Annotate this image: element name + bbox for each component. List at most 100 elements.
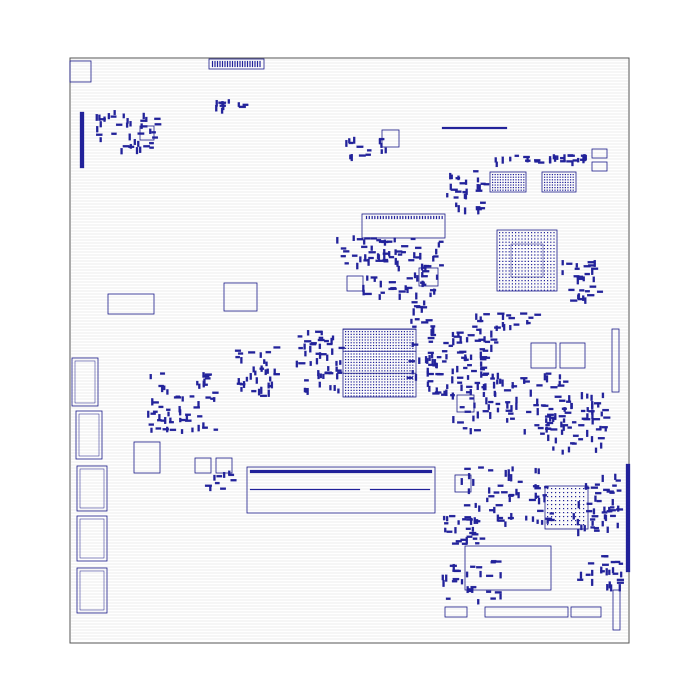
passive-component <box>367 258 370 266</box>
passive-component <box>364 237 371 240</box>
passive-component <box>466 385 473 389</box>
bga-ball <box>502 238 504 240</box>
bga-ball <box>378 339 380 341</box>
bga-ball <box>571 520 573 522</box>
bga-ball <box>409 375 411 377</box>
passive-component <box>497 312 505 315</box>
bga-ball <box>521 241 523 243</box>
passive-component <box>520 312 528 315</box>
passive-component <box>411 342 414 348</box>
bga-ball <box>550 267 552 269</box>
passive-component <box>317 370 320 377</box>
bga-ball <box>364 389 366 391</box>
passive-component <box>411 370 414 375</box>
bga-ball <box>563 512 565 514</box>
bga-ball <box>531 257 533 259</box>
passive-component <box>554 395 562 398</box>
passive-component <box>600 570 605 573</box>
bga-ball <box>345 389 347 391</box>
bga-ball <box>511 276 513 278</box>
bga-ball <box>398 387 400 389</box>
bga-ball <box>403 336 405 338</box>
bga-ball <box>401 339 403 341</box>
passive-component <box>363 259 368 262</box>
bga-ball <box>373 336 375 338</box>
passive-component <box>435 248 438 255</box>
passive-component <box>495 402 501 406</box>
bga-ball <box>531 280 533 282</box>
passive-component <box>537 497 541 505</box>
passive-component <box>424 264 427 272</box>
bga-ball <box>403 333 405 335</box>
bga-ball <box>392 375 394 377</box>
passive-component <box>473 520 481 523</box>
passive-component <box>462 518 467 521</box>
bga-ball <box>395 387 397 389</box>
bga-ball <box>544 189 546 191</box>
bga-ball <box>350 384 352 386</box>
bga-ball <box>373 347 375 349</box>
passive-component <box>107 113 111 120</box>
passive-component <box>388 255 395 259</box>
bga-ball <box>373 333 375 335</box>
bga-ball <box>553 283 555 285</box>
passive-component <box>477 209 480 215</box>
bga-ball <box>401 395 403 397</box>
bga-ball <box>347 342 349 344</box>
passive-component <box>356 262 359 270</box>
right-edge-strip <box>625 463 631 573</box>
right-square-ic <box>544 485 589 530</box>
bga-ball <box>511 270 513 272</box>
passive-component <box>498 516 504 520</box>
bga-ball <box>551 488 553 490</box>
bga-ball <box>347 333 349 335</box>
passive-component <box>212 391 219 394</box>
bga-ball <box>375 381 377 383</box>
bga-ball <box>398 364 400 366</box>
bga-ball <box>401 367 403 369</box>
bga-ball <box>403 375 405 377</box>
bga-ball <box>553 289 555 291</box>
bga-ball <box>359 395 361 397</box>
bga-ball <box>507 181 509 183</box>
passive-component <box>451 376 454 384</box>
passive-component <box>377 254 381 261</box>
bga-ball <box>373 353 375 355</box>
bga-ball <box>540 276 542 278</box>
passive-component <box>337 371 343 374</box>
passive-component <box>305 388 308 393</box>
passive-component <box>421 275 428 278</box>
passive-component <box>483 183 490 186</box>
passive-component <box>154 117 161 121</box>
bga-ball <box>373 367 375 369</box>
bga-ball <box>515 179 517 181</box>
bga-ball <box>364 370 366 372</box>
connector-pin <box>216 60 219 68</box>
bga-ball <box>389 342 391 344</box>
bga-ball <box>549 179 551 181</box>
bga-ball <box>543 270 545 272</box>
bga-ball <box>531 241 533 243</box>
connector-pin <box>221 60 224 68</box>
passive-component <box>504 469 507 477</box>
bga-ball <box>398 367 400 369</box>
bga-ball <box>549 174 551 176</box>
passive-component <box>428 363 434 367</box>
passive-component <box>169 428 177 432</box>
bga-ball <box>505 181 507 183</box>
bga-ball <box>401 333 403 335</box>
bga-ball <box>378 392 380 394</box>
bga-ball <box>381 375 383 377</box>
bga-ball <box>350 359 352 361</box>
bga-ball <box>520 184 522 186</box>
bga-ball <box>527 257 529 259</box>
bga-ball <box>350 387 352 389</box>
bga-ball <box>398 389 400 391</box>
passive-component <box>472 478 475 486</box>
bga-ball <box>553 286 555 288</box>
bga-ball <box>361 345 363 347</box>
bga-ball <box>347 367 349 369</box>
bga-ball <box>547 283 549 285</box>
bga-ball <box>521 238 523 240</box>
passive-component <box>459 406 465 409</box>
